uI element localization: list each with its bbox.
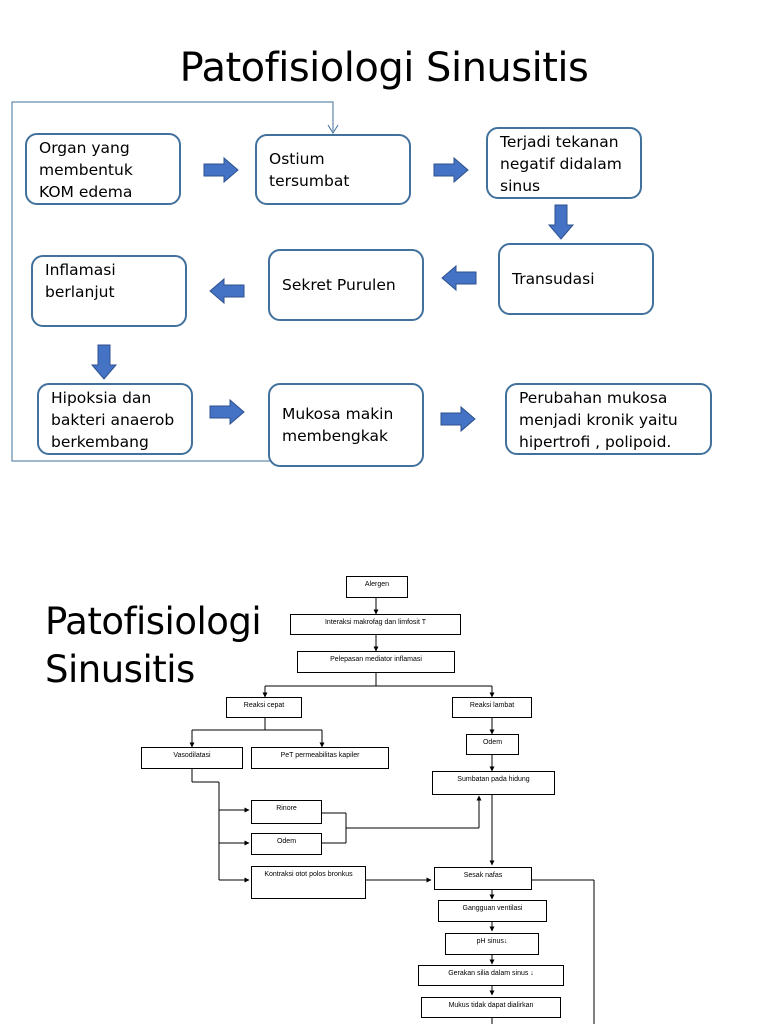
node-rinore: Rinore [251,800,322,824]
slide-title-2: Patofisiologi Sinusitis [45,600,262,691]
box-ostium-tersumbat: Ostium tersumbat [255,134,411,205]
node-reaksi-cepat: Reaksi cepat [226,697,302,718]
node-odem-left: Odem [251,833,322,855]
block-arrow-right-3 [209,398,245,426]
node-odem-right: Odem [466,734,519,755]
connector-layer [11,101,339,462]
node-vasodilatasi: Vasodilatasi [141,747,243,769]
block-arrow-left-2 [209,277,245,305]
block-arrow-right-1 [203,156,239,184]
node-sumbatan: Sumbatan pada hidung [432,771,555,795]
node-pelepasan: Pelepasan mediator inflamasi [297,651,455,673]
node-gangguan-ventilasi: Gangguan ventilasi [438,900,547,922]
node-interaksi: Interaksi makrofag dan limfosit T [290,614,461,635]
slide-bottom: Patofisiologi Sinusitis [0,512,768,1024]
node-kontraksi: Kontraksi otot polos bronkus [251,866,366,899]
node-ph-sinus: pH sinus↓ [445,933,539,955]
block-arrow-layer [90,156,575,433]
block-arrow-down-1 [547,204,575,240]
node-permeabilitas: PeT permeabilitas kapiler [251,747,389,769]
slide-title: Patofisiologi Sinusitis [179,45,589,91]
box-hipoksia: Hipoksia dan bakteri anaerob berkembang [37,383,193,455]
box-mukosa-membengkak: Mukosa makin membengkak [268,383,424,467]
block-arrow-right-2 [433,156,469,184]
node-alergen: Alergen [346,576,408,598]
box-perubahan-mukosa: Perubahan mukosa menjadi kronik yaitu hi… [505,383,712,455]
feedback-arrowhead [327,124,339,134]
feedback-line [11,101,334,462]
block-arrow-right-4 [440,405,476,433]
node-gerakan-silia: Gerakan silia dalam sinus ↓ [418,965,564,986]
box-sekret-purulen: Sekret Purulen [268,249,424,321]
box-transudasi: Transudasi [498,243,654,315]
box-organ-kom-edema: Organ yang membentuk KOM edema [25,133,181,205]
box-tekanan-negatif: Terjadi tekanan negatif didalam sinus [486,127,642,199]
flowchart-lines [189,598,595,1024]
node-reaksi-lambat: Reaksi lambat [452,697,532,718]
block-arrow-down-2 [90,344,118,380]
block-arrow-left-1 [441,264,477,292]
node-mukus: Mukus tidak dapat dialirkan [421,997,561,1018]
box-inflamasi-berlanjut: Inflamasi berlanjut [31,255,187,327]
node-sesak-nafas: Sesak nafas [434,867,532,890]
slide-top: Patofisiologi Sinusitis Organ yang membe… [11,45,712,467]
